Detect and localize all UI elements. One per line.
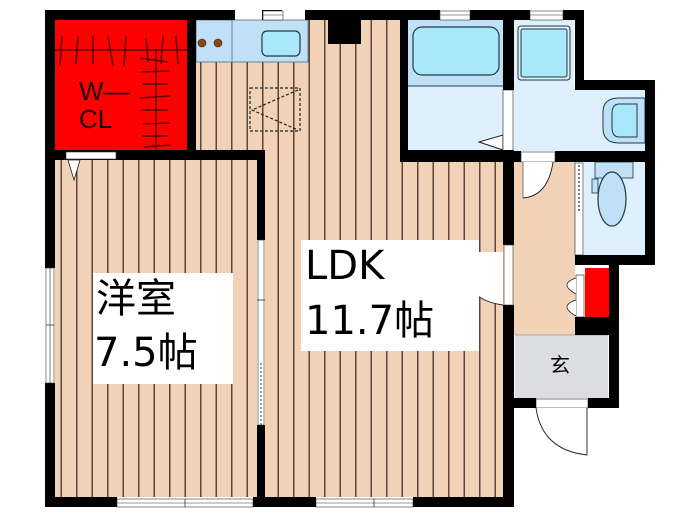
western-room-label-box: [93, 273, 233, 384]
western-room-size: 7.5帖: [94, 330, 198, 376]
washroom: [514, 20, 646, 151]
refrigerator-space: [249, 87, 301, 132]
bathtub-icon: [412, 26, 500, 76]
window: [262, 10, 284, 21]
wcl-label-line2: CL: [79, 104, 113, 134]
wcl-label-line1: W—: [79, 76, 130, 106]
entrance-door-swing-icon: [535, 407, 588, 456]
kitchen-counter: [195, 19, 309, 63]
ldk-size: 11.7帖: [305, 298, 435, 344]
bathroom: [408, 20, 504, 151]
western-room-name: 洋室: [96, 276, 176, 322]
wash-door-swing-icon: [523, 162, 553, 198]
entrance-label: 玄: [550, 353, 570, 377]
ldk-name: LDK: [305, 243, 385, 289]
toilet-room: [574, 161, 646, 256]
window: [439, 10, 471, 21]
entrance: [515, 334, 608, 456]
walls: [45, 10, 655, 507]
washing-machine-pan-icon: [517, 25, 571, 81]
stove-burner-icon: [197, 38, 207, 48]
window: [529, 10, 564, 21]
stove-burner-icon: [213, 38, 223, 48]
kitchen-sink-icon: [261, 30, 301, 57]
walk-in-closet: [55, 20, 187, 151]
hall-floor: [513, 162, 575, 335]
ldk-label-box: [301, 240, 479, 351]
toilet-icon: [597, 171, 627, 227]
